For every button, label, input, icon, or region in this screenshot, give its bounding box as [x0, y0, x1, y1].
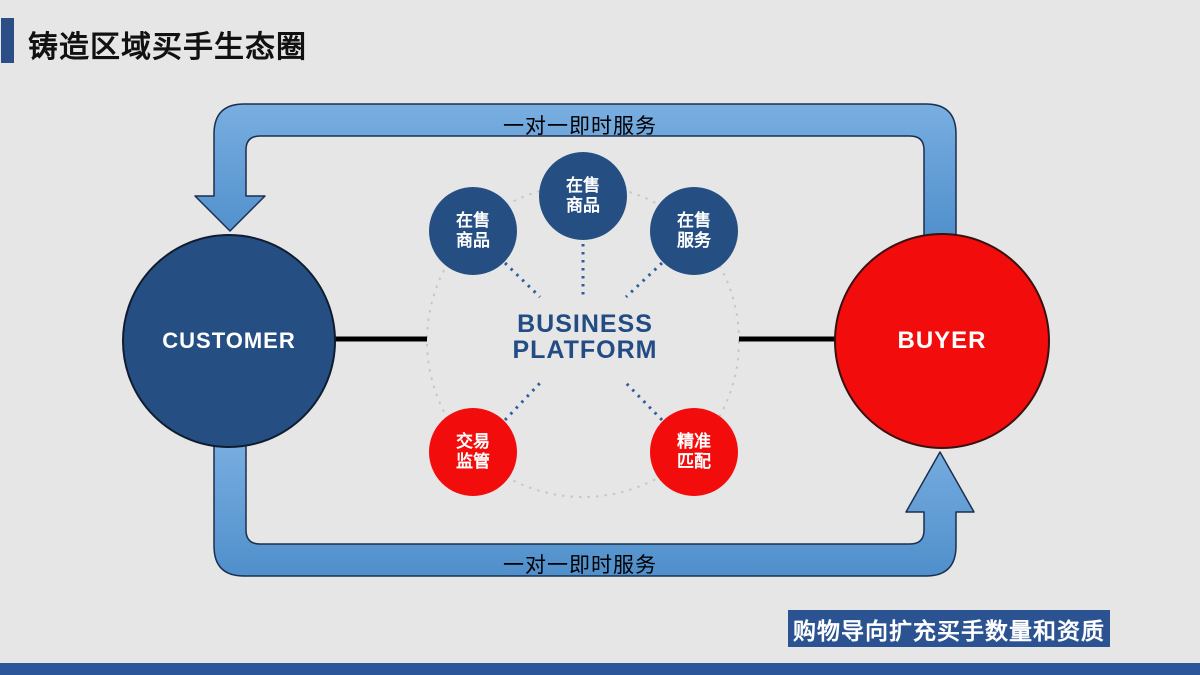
- satellite-label-line: 匹配: [677, 452, 711, 471]
- spoke-top-right: [624, 261, 664, 299]
- customer-circle: CUSTOMER: [122, 234, 336, 448]
- top-arrow-label: 一对一即时服务: [503, 115, 657, 138]
- satellite-label-line: 在售: [456, 211, 490, 230]
- satellite-label-line: 商品: [566, 196, 600, 215]
- satellite-label-line: 服务: [677, 231, 711, 250]
- satellite-label-line: 监管: [456, 452, 490, 471]
- bottom-arrow-label: 一对一即时服务: [503, 554, 657, 577]
- satellite-label-line: 商品: [456, 231, 490, 250]
- spoke-top-left: [503, 261, 542, 299]
- platform-title-line1: BUSINESS: [517, 310, 653, 338]
- buyer-circle: BUYER: [834, 233, 1050, 449]
- customer-label: CUSTOMER: [162, 328, 296, 353]
- spoke-bottom-right: [624, 381, 664, 422]
- satellite-label-line: 在售: [566, 176, 600, 195]
- page-title: 铸造区域买手生态圈: [28, 31, 307, 64]
- satellite-precise-matching: 精准 匹配: [650, 408, 738, 496]
- spoke-bottom-left: [503, 381, 542, 422]
- satellite-label-line: 在售: [677, 211, 711, 230]
- platform-title-line2: PLATFORM: [512, 336, 658, 364]
- satellite-products-left: 在售 商品: [429, 187, 517, 275]
- satellite-label-line: 精准: [677, 432, 711, 451]
- buyer-label: BUYER: [897, 327, 987, 354]
- title-accent-bar: [1, 18, 14, 63]
- platform-title: BUSINESS PLATFORM: [465, 311, 705, 363]
- satellite-trade-supervision: 交易 监管: [429, 408, 517, 496]
- satellite-services: 在售 服务: [650, 187, 738, 275]
- footer-note: 购物导向扩充买手数量和资质: [788, 610, 1110, 647]
- bottom-accent-bar: [0, 663, 1200, 675]
- satellite-products-top: 在售 商品: [539, 152, 627, 240]
- satellite-label-line: 交易: [456, 432, 490, 451]
